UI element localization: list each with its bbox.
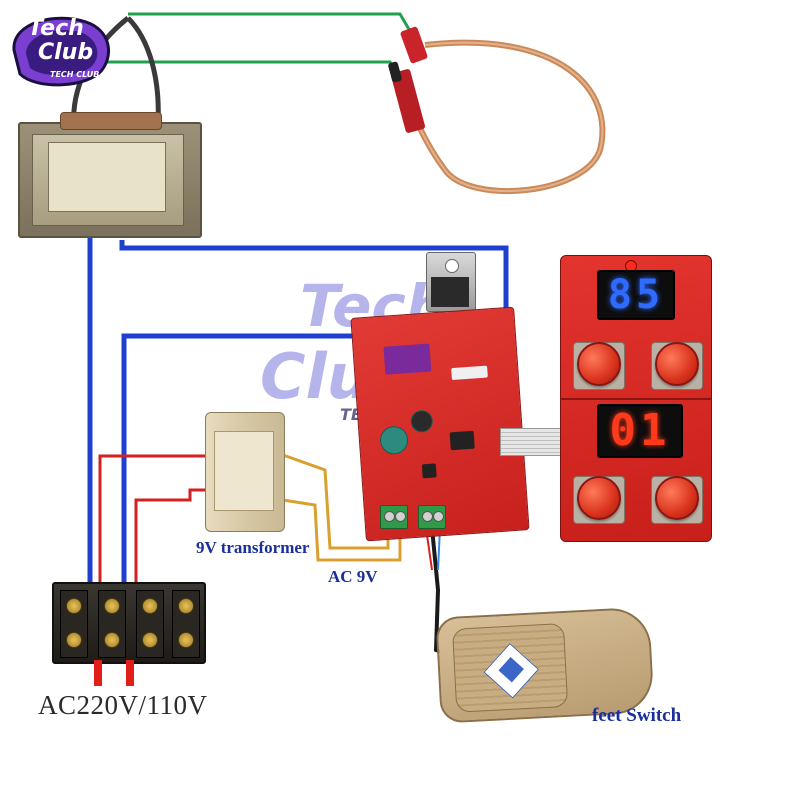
terminal-screw (66, 598, 82, 614)
terminal-screw (104, 632, 120, 648)
ac-input-terminal (380, 505, 408, 529)
terminal-screw (178, 632, 194, 648)
copper-welding-cable (409, 39, 606, 195)
display-panel: 85 01 (560, 255, 712, 542)
top-right-button[interactable] (655, 342, 699, 386)
logo-line-1: Tech (28, 16, 84, 41)
label-mains-input: AC220V/110V (38, 690, 208, 720)
small-9v-transformer (205, 412, 285, 532)
logo-badge-icon (12, 16, 111, 87)
mains-terminal-block (52, 582, 206, 664)
tech-club-logo: Tech Club TECH CLUB (6, 10, 116, 90)
transformer-nameplate (48, 142, 166, 212)
ic-chip (449, 430, 475, 451)
label-9v-transformer: 9V transformer (196, 538, 310, 557)
transistor-mount-hole (445, 259, 459, 273)
panel-divider (561, 398, 711, 400)
red-wire-1 (98, 454, 214, 598)
terminal-screw (142, 598, 158, 614)
label-foot-switch: feet Switch (592, 705, 682, 726)
terminal-screw (142, 632, 158, 648)
foot-switch-badge-icon (483, 643, 539, 699)
power-transistor (426, 252, 476, 312)
top-display: 85 (597, 270, 675, 320)
relay (383, 343, 432, 375)
ac9v-wire-2 (282, 498, 402, 562)
bottom-left-button[interactable] (577, 476, 621, 520)
top-left-button[interactable] (577, 342, 621, 386)
red-wire-2 (134, 488, 212, 598)
transformer-lead-2 (126, 16, 161, 123)
resistor-block (451, 365, 488, 381)
welding-lead-wire-1 (128, 12, 422, 49)
welding-transformer (18, 112, 202, 238)
small-transformer-label (214, 431, 274, 511)
mains-lead-1 (94, 660, 102, 686)
transistor-body (431, 277, 469, 307)
logo-line-2: Club (38, 40, 94, 65)
ic-chip (421, 463, 437, 479)
terminal-screw (66, 632, 82, 648)
terminal-screw (178, 598, 194, 614)
foot-switch-terminal (418, 505, 446, 529)
welding-lead-wire-2 (98, 60, 400, 77)
ribbon-cable (500, 428, 566, 456)
capacitor (379, 425, 409, 456)
bottom-display: 01 (597, 404, 683, 458)
label-ac-9v: AC 9V (328, 567, 378, 586)
bottom-right-button[interactable] (655, 476, 699, 520)
terminal-screw (104, 598, 120, 614)
transformer-coil (60, 112, 162, 130)
logo-tagline: TECH CLUB (50, 70, 100, 79)
mains-lead-2 (126, 660, 134, 686)
blue-wire-2 (119, 240, 509, 330)
capacitor (410, 409, 434, 434)
foot-switch-pedal[interactable] (451, 622, 569, 713)
